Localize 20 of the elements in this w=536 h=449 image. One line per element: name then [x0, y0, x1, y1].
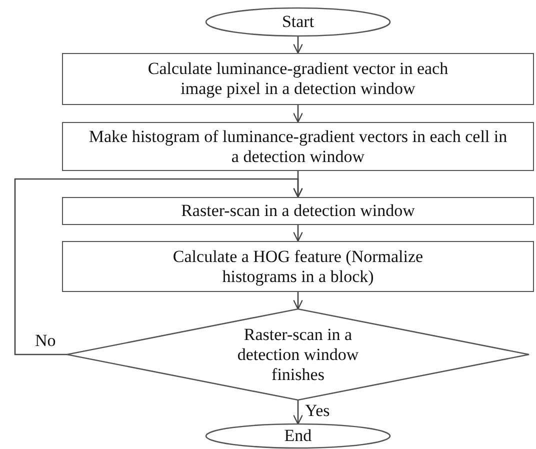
step-text: Raster-scan in a detection window finishes — [236, 324, 360, 384]
step-text: Calculate luminance-gradient vector in each image pixel in a detection window — [146, 59, 450, 99]
terminal-ellipse — [206, 424, 390, 448]
process-box — [62, 122, 534, 171]
arrow — [292, 105, 304, 123]
decision-diamond — [67, 309, 529, 400]
step-text: Raster-scan in a detection window — [181, 201, 415, 221]
process-box — [62, 53, 534, 105]
arrow — [14, 178, 304, 356]
step-text: Calculate a HOG feature (Normalize histograms in a block) — [172, 246, 424, 286]
arrow — [292, 225, 304, 242]
step-text: Start — [282, 12, 314, 32]
process-box — [62, 197, 534, 225]
arrow — [292, 36, 304, 54]
step-text: End — [284, 426, 312, 446]
arrow — [292, 292, 304, 310]
process-box — [62, 241, 534, 292]
terminal-ellipse — [206, 8, 390, 36]
step-text: Make histogram of luminance-gradient vectors in each cell in a detection window — [88, 126, 508, 166]
arrow — [292, 400, 304, 425]
